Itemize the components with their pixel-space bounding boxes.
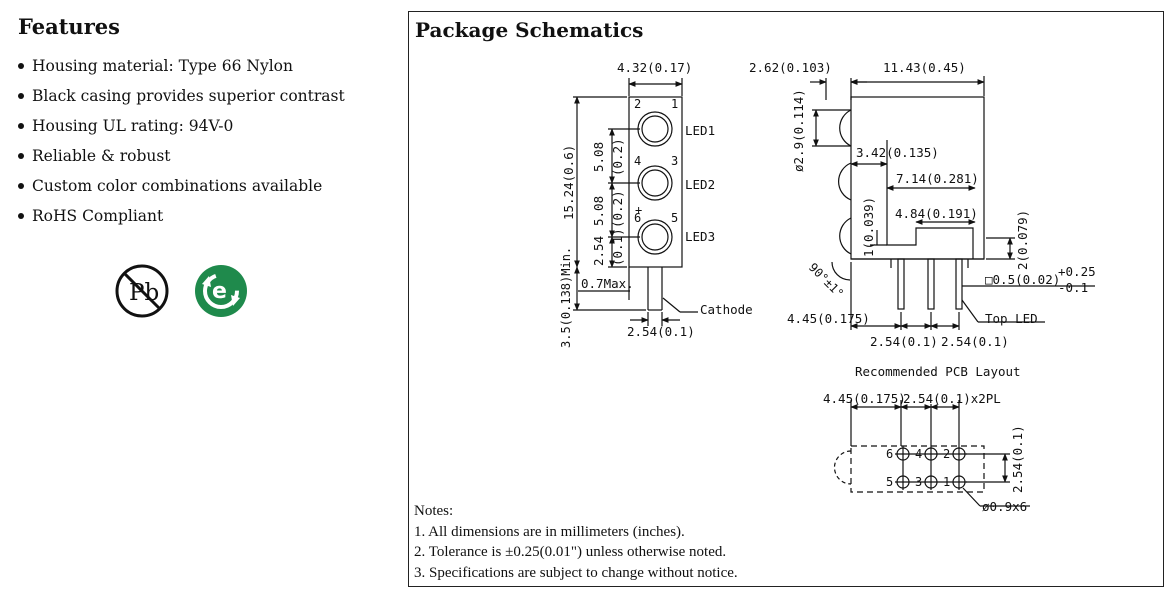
svg-text:e: e: [212, 279, 227, 304]
pitch-a-label: 2.54(0.1): [870, 334, 938, 349]
tol-plus-label: +0.25: [1058, 264, 1096, 279]
features-title: Features: [18, 14, 120, 39]
lead-pitch-label: 2.54(0.1): [627, 324, 695, 339]
note-item: 3. Specifications are subject to change …: [414, 564, 738, 581]
front-view-drawing: [573, 78, 698, 326]
side-view-labels: 2.62(0.103) 11.43(0.45) ø2.9(0.114) 3.42…: [749, 60, 1096, 349]
pcb-pitch-label: 2.54(0.1)x2PL: [903, 391, 1001, 406]
cathode-label: Cathode: [700, 302, 753, 317]
notes-title: Notes:: [414, 503, 454, 519]
pin-label: 4: [634, 154, 641, 168]
pitch2-label: 5.08: [591, 196, 606, 226]
pcb-pin-label: 6: [886, 447, 893, 461]
pcb-pin-label: 2: [943, 447, 950, 461]
pin-label: 5: [671, 211, 678, 225]
bullet-icon: [18, 153, 24, 159]
led3-label: LED3: [685, 229, 715, 244]
feature-item: Housing UL rating: 94V-0: [18, 111, 398, 141]
pcb-pin-label: 5: [886, 475, 893, 489]
certification-icons: Pb e: [115, 264, 247, 318]
bullet-icon: [18, 123, 24, 129]
d4-label: 1(0.039): [861, 197, 876, 257]
bottom-label: 2.54: [591, 236, 606, 266]
rohs-compliant-icon: e: [195, 265, 247, 317]
lens-projection-label: 2.62(0.103): [749, 60, 832, 75]
d1-label: 3.42(0.135): [856, 145, 939, 160]
feature-item: Housing material: Type 66 Nylon: [18, 51, 398, 81]
pcb-pin-label: 1: [943, 475, 950, 489]
height-label: 15.24(0.6): [561, 145, 576, 220]
side-view-drawing: [810, 76, 1095, 330]
note-item: 1. All dimensions are in millimeters (in…: [414, 523, 685, 540]
tol-minus-label: -0.1: [1058, 280, 1088, 295]
pcb-row-label: 2.54(0.1): [1010, 425, 1025, 493]
feature-item: Black casing provides superior contrast: [18, 81, 398, 111]
lead-square-label: □0.5(0.02): [985, 272, 1060, 287]
pin-label: 2: [634, 97, 641, 111]
d2-label: 7.14(0.281): [896, 171, 979, 186]
led2-label: LED2: [685, 177, 715, 192]
front-width-label: 4.32(0.17): [617, 60, 692, 75]
pcb-pin-label: 4: [915, 447, 922, 461]
front-view-labels: 4.32(0.17) 2 1 4 3 6 5 + LED1 LED2 LED3 …: [559, 60, 753, 348]
pitch2-in-label: (0.2): [610, 190, 625, 228]
bullet-icon: [18, 183, 24, 189]
led1-label: LED1: [685, 123, 715, 138]
feature-item: RoHS Compliant: [18, 201, 398, 231]
pcb-hole-label: ø0.9x6: [982, 499, 1027, 514]
package-schematics-panel: [408, 11, 1164, 587]
pitch1-label: 5.08: [591, 142, 606, 172]
feature-item: Custom color combinations available: [18, 171, 398, 201]
pitch-b-label: 2.54(0.1): [941, 334, 1009, 349]
notes-section: Notes: 1. All dimensions are in millimet…: [414, 501, 738, 583]
bullet-icon: [18, 213, 24, 219]
offset-label: 4.45(0.175): [787, 311, 870, 326]
standoff-label: 0.7Max.: [581, 276, 634, 291]
note-item: 2. Tolerance is ±0.25(0.01") unless othe…: [414, 544, 727, 560]
d5-label: 2(0.079): [1015, 210, 1030, 270]
features-list: Housing material: Type 66 Nylon Black ca…: [18, 51, 398, 231]
pitch1-in-label: (0.2): [610, 138, 625, 176]
lead-length-label: 3.5(0.138)Min.: [559, 247, 573, 348]
schematics-title: Package Schematics: [415, 18, 644, 42]
polarity-plus: +: [635, 203, 642, 217]
pcb-offset-label: 4.45(0.175): [823, 391, 906, 406]
pcb-layout-labels: Recommended PCB Layout 4.45(0.175) 2.54(…: [823, 364, 1027, 514]
features-section: Features Housing material: Type 66 Nylon…: [18, 14, 398, 231]
feature-item: Reliable & robust: [18, 141, 398, 171]
bottom-in-label: (0.1): [610, 228, 625, 266]
pin-label: 1: [671, 97, 678, 111]
bullet-icon: [18, 63, 24, 69]
pcb-pin-label: 3: [915, 475, 922, 489]
angle-label: 90°±1°: [806, 260, 847, 301]
bullet-icon: [18, 93, 24, 99]
pcb-layout-drawing: [833, 400, 1030, 507]
pb-free-icon: Pb: [115, 264, 169, 318]
d3-label: 4.84(0.191): [895, 206, 978, 221]
lens-dia-label: ø2.9(0.114): [791, 89, 806, 172]
top-led-label: Top LED: [985, 311, 1038, 326]
pin-label: 3: [671, 154, 678, 168]
depth-label: 11.43(0.45): [883, 60, 966, 75]
pin-label: 6: [634, 211, 641, 225]
pcb-title: Recommended PCB Layout: [855, 364, 1021, 379]
